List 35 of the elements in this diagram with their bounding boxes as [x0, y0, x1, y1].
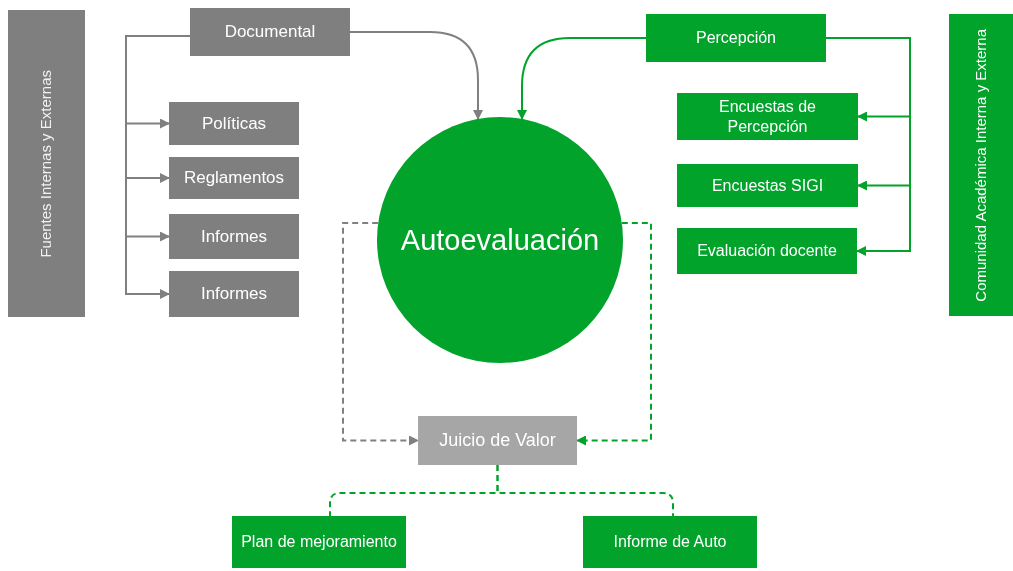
node-label: Reglamentos [182, 167, 286, 189]
process-box [190, 8, 350, 56]
node-label: Fuentes Internas y Externas [37, 69, 56, 258]
node-label: Encuestas de Percepción [718, 96, 817, 137]
process-box [677, 93, 858, 140]
node-label: Percepción [694, 28, 777, 48]
arrow [349, 31, 483, 120]
process-box [418, 416, 577, 465]
arrow [576, 222, 652, 446]
process-box [232, 516, 406, 568]
process-box [169, 157, 299, 199]
process-box [677, 228, 857, 274]
node-label: Políticas [200, 112, 268, 135]
process-box [677, 164, 858, 207]
process-box [169, 102, 299, 145]
node-label: Informes [199, 225, 269, 248]
arrow [517, 37, 647, 120]
node-label: Plan de mejoramiento [240, 532, 398, 552]
arrow [825, 37, 911, 256]
process-box [169, 214, 299, 259]
process-box [646, 14, 826, 62]
vertical-band [8, 10, 85, 317]
node-label: Encuestas SIGI [710, 175, 825, 196]
process-box [583, 516, 757, 568]
arrow [125, 35, 191, 299]
node-label: Documental [223, 21, 317, 43]
arrow [342, 222, 419, 446]
node-label: Evaluación docente [696, 241, 838, 261]
node-label: Juicio de Valor [438, 429, 557, 452]
vertical-band [949, 14, 1013, 316]
node-label: Informes [199, 283, 269, 305]
node-label: Comunidad Académica Interna y Externa [971, 28, 990, 302]
process-box [169, 271, 299, 317]
node-label: Autoevaluación [399, 222, 601, 258]
node-label: Informe de Auto [612, 532, 728, 552]
